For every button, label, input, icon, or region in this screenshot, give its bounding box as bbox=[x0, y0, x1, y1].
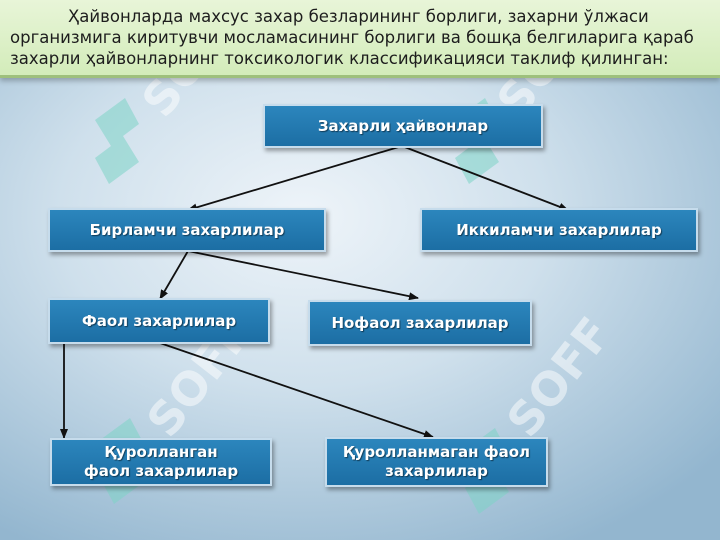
node-primary-poisonous: Бирламчи захарлилар bbox=[48, 208, 326, 252]
node-poisonous-animals: Захарли ҳайвонлар bbox=[263, 104, 543, 148]
node-label: Захарли ҳайвонлар bbox=[317, 116, 489, 135]
node-label: Бирламчи захарлилар bbox=[89, 220, 285, 239]
node-secondary-poisonous: Иккиламчи захарлилар bbox=[420, 208, 698, 252]
node-passive-poisonous: Нофаол захарлилар bbox=[308, 300, 532, 346]
edge-primary-passive bbox=[187, 250, 419, 301]
node-label-line1: Қуролланмаган фаол bbox=[342, 443, 531, 461]
node-armed-active: Қуролланган фаол захарлилар bbox=[50, 438, 272, 486]
node-label-line2: фаол захарлилар bbox=[83, 462, 239, 480]
node-unarmed-active: Қуролланмаган фаол захарлилар bbox=[325, 437, 548, 487]
node-active-poisonous: Фаол захарлилар bbox=[48, 298, 270, 344]
node-label: Фаол захарлилар bbox=[81, 311, 237, 330]
node-label-line2: захарлилар bbox=[385, 462, 488, 480]
edge-root-primary bbox=[187, 145, 403, 212]
node-label: Иккиламчи захарлилар bbox=[456, 220, 662, 239]
intro-banner: Ҳайвонларда махсус захар безларининг бор… bbox=[0, 0, 720, 78]
intro-text: Ҳайвонларда махсус захар безларининг бор… bbox=[10, 7, 694, 68]
node-label-line1: Қуролланган bbox=[104, 443, 218, 461]
edge-root-secondary bbox=[401, 145, 569, 211]
edge-active-unarmed bbox=[159, 342, 434, 438]
node-label: Нофаол захарлилар bbox=[331, 313, 509, 332]
edge-primary-active bbox=[159, 250, 189, 300]
